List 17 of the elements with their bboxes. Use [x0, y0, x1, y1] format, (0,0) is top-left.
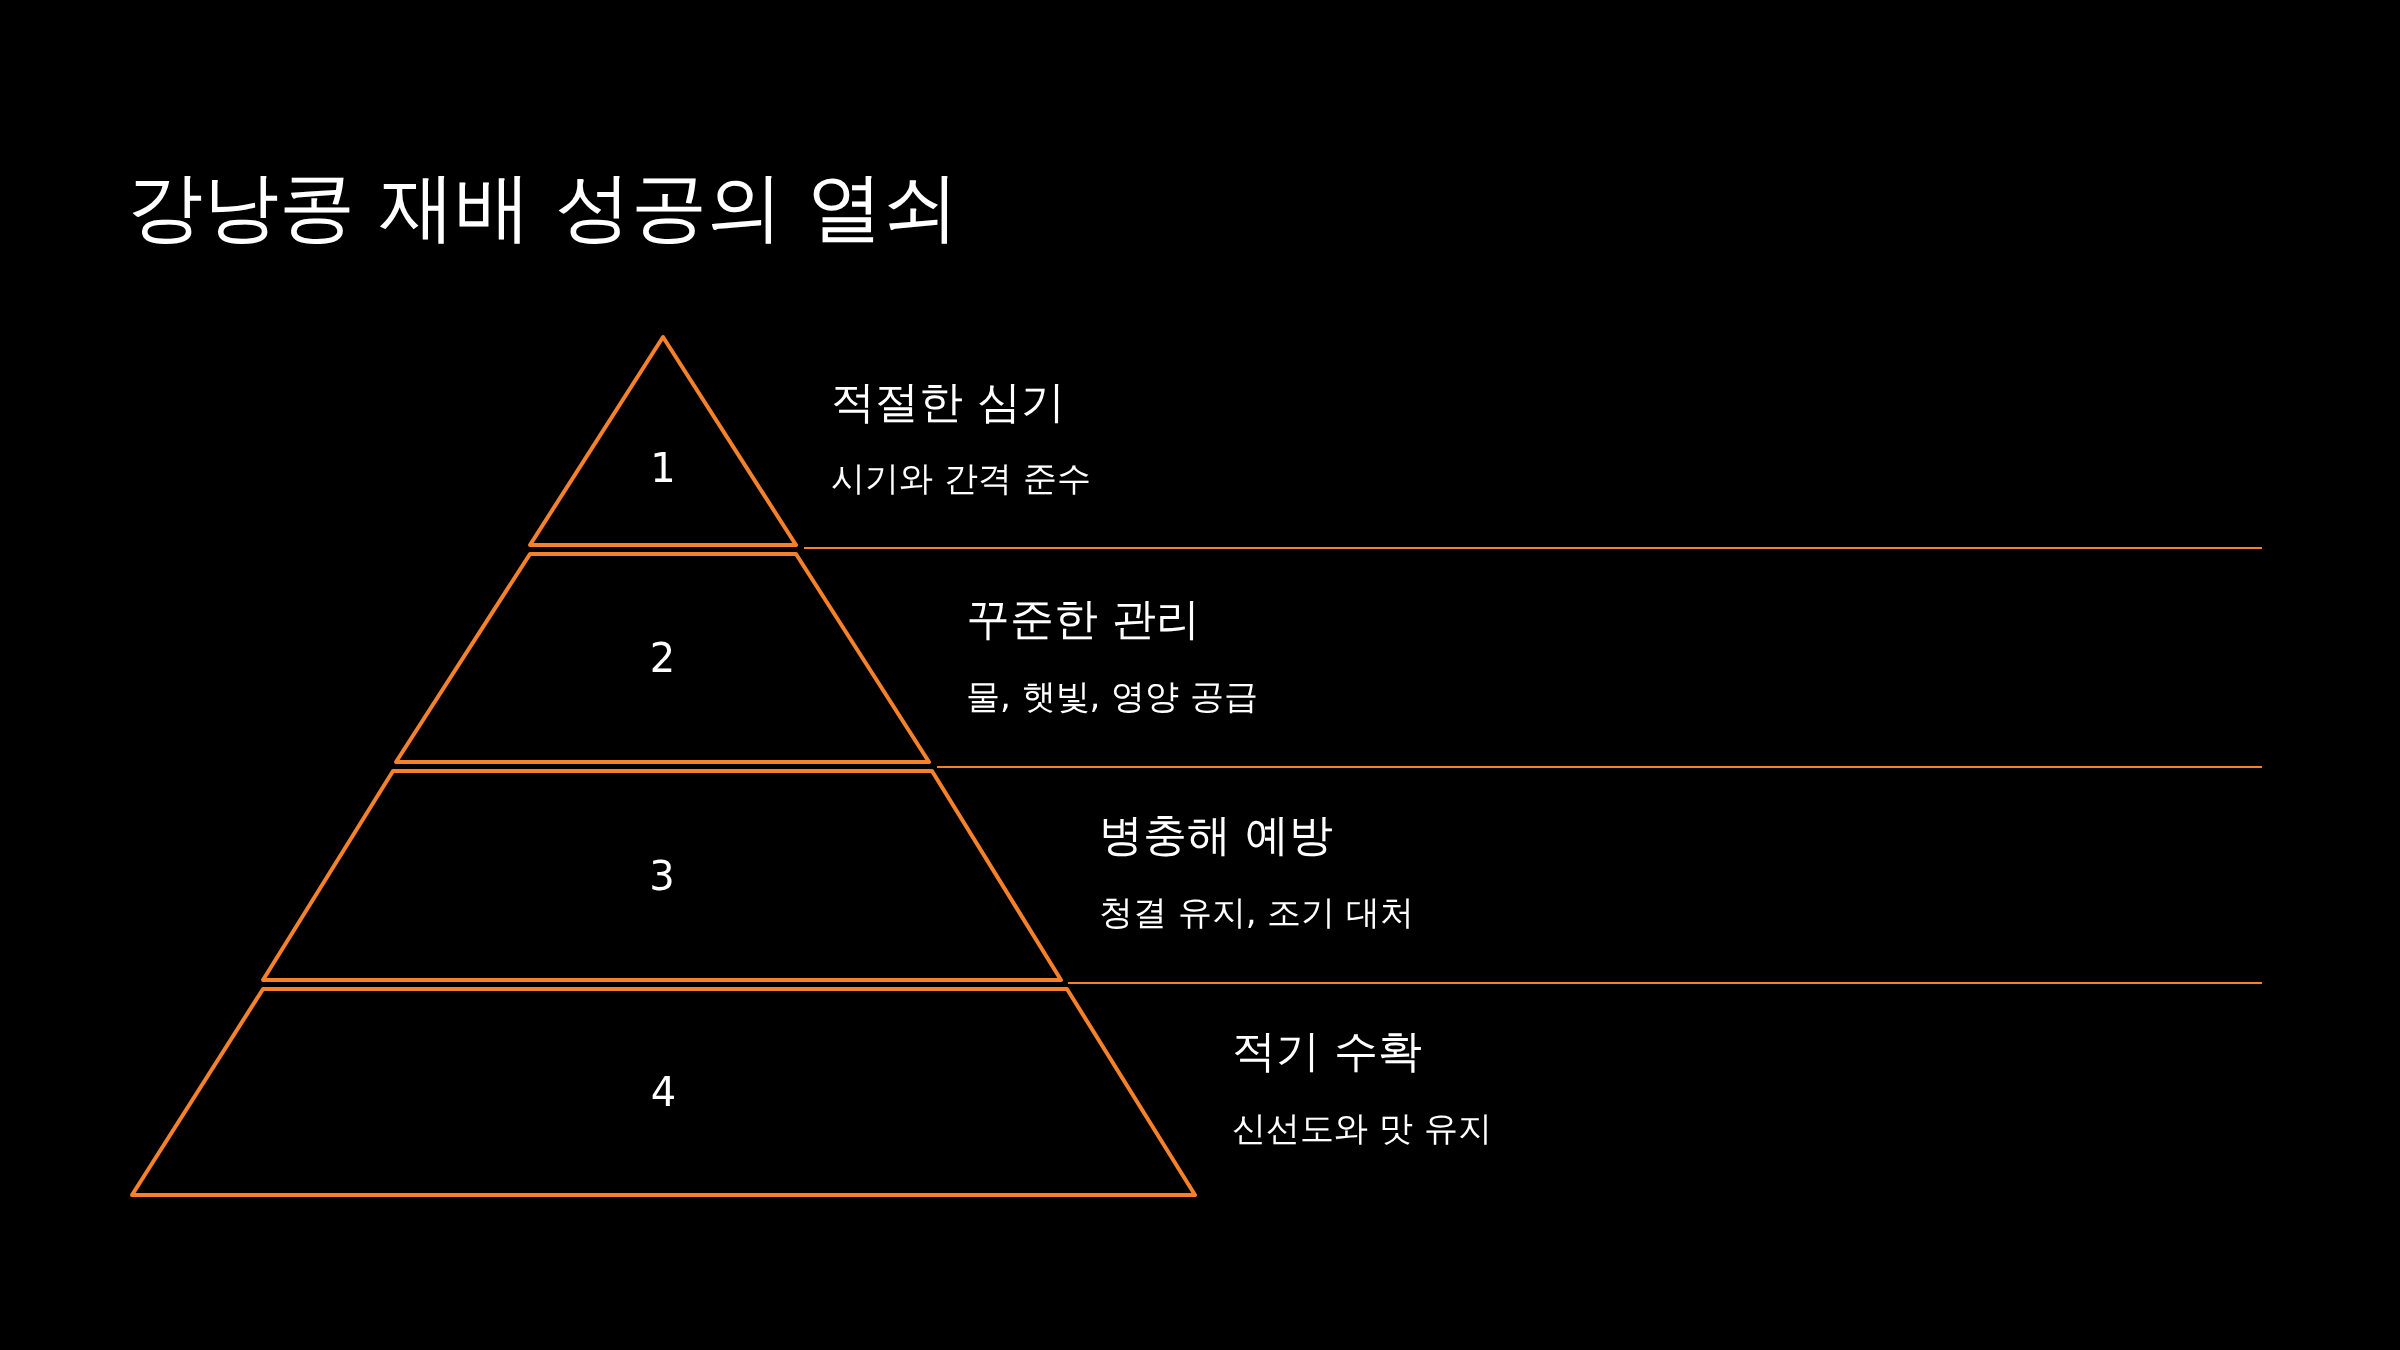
tier-description: 신선도와 맛 유지 — [1232, 1106, 1492, 1150]
tier-number: 3 — [648, 851, 676, 900]
pyramid-tier — [259, 767, 1065, 984]
tier-number: 1 — [649, 444, 677, 493]
pyramid-tier — [392, 550, 933, 766]
tier-heading: 적기 수확 — [1232, 1023, 1422, 1078]
tier-description: 청결 유지, 조기 대처 — [1099, 890, 1415, 934]
tier-heading: 병충해 예방 — [1099, 807, 1333, 862]
tier-description: 물, 햇빛, 영양 공급 — [966, 674, 1259, 718]
tier-heading: 꾸준한 관리 — [966, 591, 1200, 646]
pyramid-apex — [526, 333, 800, 549]
tier-number: 4 — [649, 1068, 678, 1116]
tier-number: 2 — [648, 634, 677, 682]
pyramid-tier — [128, 985, 1199, 1199]
title: 강낭콩 재배 성공의 열쇠 — [127, 161, 960, 253]
tier-heading: 적절한 심기 — [831, 374, 1065, 429]
tier-description: 시기와 간격 준수 — [831, 456, 1091, 500]
